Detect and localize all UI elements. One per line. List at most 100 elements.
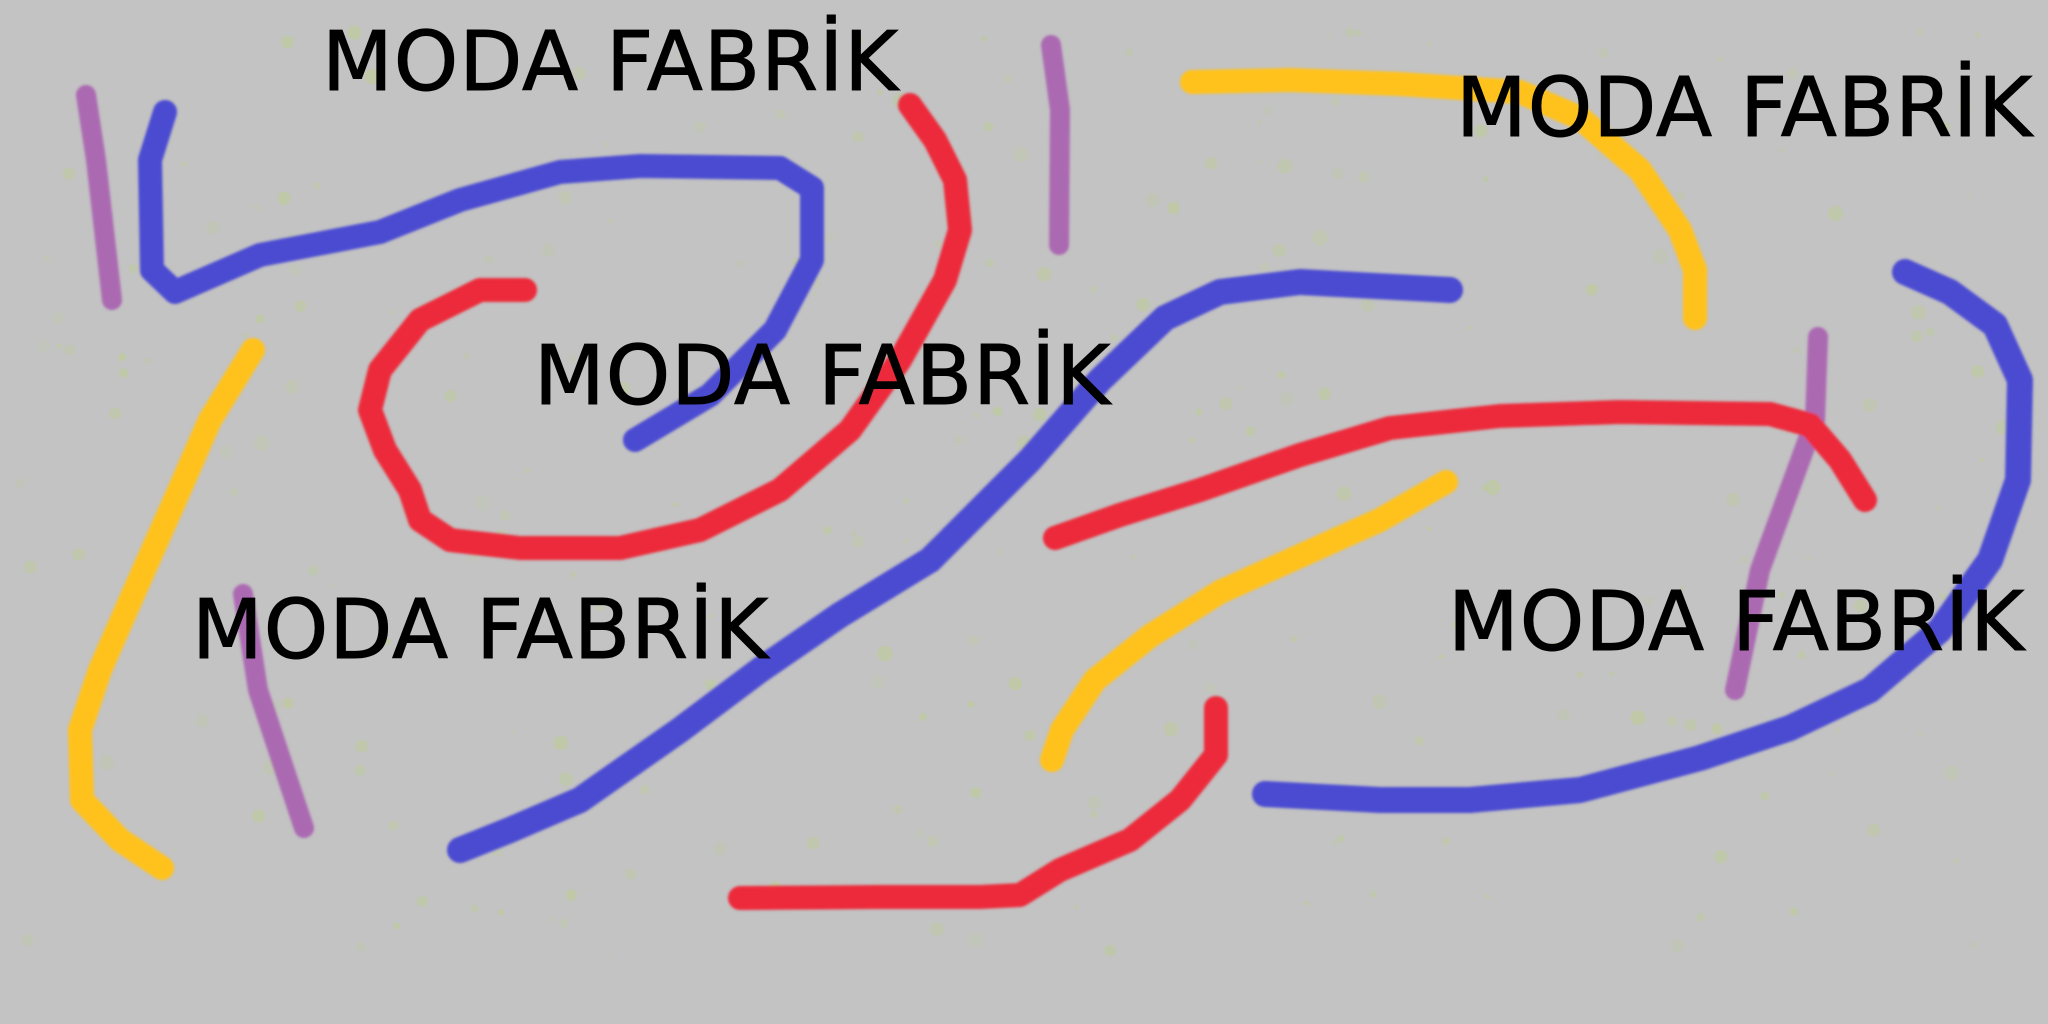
speckle-dot — [1980, 457, 1985, 462]
speckle-dot — [954, 435, 963, 445]
speckle-dot — [463, 352, 470, 359]
speckle-dot — [1911, 305, 1926, 320]
speckle-dot — [915, 828, 925, 839]
speckle-dot — [1087, 795, 1102, 810]
speckle-dot — [1013, 147, 1029, 162]
speckle-dot — [903, 498, 909, 504]
speckle-dot — [1337, 835, 1344, 843]
speckle-dot — [251, 809, 266, 823]
speckle-dot — [1609, 671, 1615, 677]
brand-label: MODA FABRİK — [1455, 61, 2034, 156]
speckle-dot — [813, 292, 818, 296]
speckle-dot — [1789, 907, 1798, 916]
speckle-dot — [118, 368, 129, 379]
speckle-dot — [877, 645, 893, 662]
speckle-dot — [1073, 904, 1079, 910]
speckle-dot — [992, 406, 1003, 417]
speckle-dot — [393, 922, 401, 930]
speckle-dot — [678, 53, 684, 58]
speckle-dot — [347, 25, 362, 40]
speckle-dot — [713, 842, 727, 856]
speckle-dot — [524, 468, 530, 474]
speckle-dot — [109, 407, 122, 420]
speckle-dot — [1805, 556, 1811, 562]
speckle-dot — [1004, 74, 1012, 83]
brand-label: MODA FABRİK — [191, 583, 770, 678]
speckle-dot — [1426, 526, 1432, 532]
speckle-dot — [364, 69, 380, 85]
speckle-dot — [1263, 105, 1273, 115]
speckle-dot — [1939, 592, 1948, 601]
speckle-dot — [72, 548, 86, 561]
speckle-dot — [277, 191, 291, 205]
speckle-dot — [1370, 891, 1377, 898]
speckle-dot — [1652, 248, 1668, 264]
speckle-dot — [1786, 67, 1799, 80]
speckle-dot — [23, 560, 37, 574]
speckle-dot — [64, 344, 75, 356]
speckle-dot — [606, 956, 612, 961]
speckle-dot — [1467, 325, 1473, 330]
speckle-dot — [1331, 167, 1344, 180]
speckle-dot — [852, 131, 864, 143]
speckle-dot — [1304, 900, 1310, 906]
speckle-dot — [56, 343, 63, 350]
speckle-dot — [720, 353, 726, 359]
brand-label: MODA FABRİK — [533, 329, 1112, 424]
speckle-dot — [1329, 96, 1340, 107]
speckle-dot — [1917, 730, 1923, 736]
speckle-dot — [384, 638, 392, 645]
speckle-dot — [1146, 193, 1160, 208]
yellow-stroke — [68, 338, 265, 880]
purple-stroke — [1725, 327, 1828, 700]
speckle-dot — [1726, 492, 1740, 507]
speckle-dot — [1450, 620, 1458, 629]
speckle-dot — [974, 413, 979, 418]
speckle-dot — [1167, 201, 1180, 215]
speckle-dot — [1089, 811, 1097, 819]
speckle-dot — [62, 167, 75, 180]
speckle-dot — [541, 243, 555, 257]
speckle-dot — [871, 675, 885, 689]
speckle-dot — [1136, 297, 1150, 312]
speckle-dot — [253, 202, 262, 211]
speckle-dot — [850, 530, 858, 538]
speckle-dot — [1290, 635, 1298, 643]
speckle-dot — [1358, 171, 1370, 183]
speckle-dot — [242, 332, 248, 338]
speckle-dot — [1260, 262, 1270, 272]
speckle-dot — [1679, 586, 1684, 591]
speckle-dot — [1711, 723, 1723, 734]
speckle-dot — [1037, 266, 1052, 282]
speckle-dot — [851, 35, 863, 47]
speckle-dot — [37, 340, 50, 353]
speckle-dot — [1104, 944, 1116, 957]
red-stroke — [358, 93, 972, 560]
speckle-dot — [705, 679, 716, 690]
speckle-dot — [625, 868, 637, 880]
speckle-dot — [1008, 676, 1022, 691]
speckle-dot — [1326, 35, 1331, 40]
speckle-dot — [313, 182, 321, 190]
speckle-dot — [603, 142, 609, 148]
speckle-dot — [1442, 836, 1451, 846]
speckle-dot — [1237, 384, 1243, 390]
speckle-dot — [572, 66, 586, 80]
speckle-dot — [893, 805, 903, 815]
speckle-dot — [1482, 176, 1489, 182]
speckle-dot — [825, 233, 835, 242]
speckle-dot — [281, 35, 294, 49]
speckle-dot — [1740, 555, 1749, 564]
speckle-dot — [1867, 823, 1881, 837]
speckle-dot — [1163, 721, 1179, 737]
speckle-dot — [1957, 100, 1972, 115]
speckle-dot — [44, 255, 50, 261]
speckle-dot — [1779, 147, 1785, 153]
red-stroke — [1043, 400, 1877, 550]
speckle-dot — [416, 896, 428, 907]
speckle-dot — [511, 729, 517, 735]
speckle-dot — [1089, 285, 1098, 294]
speckle-dot — [1598, 154, 1605, 161]
speckle-dot — [1557, 708, 1571, 722]
